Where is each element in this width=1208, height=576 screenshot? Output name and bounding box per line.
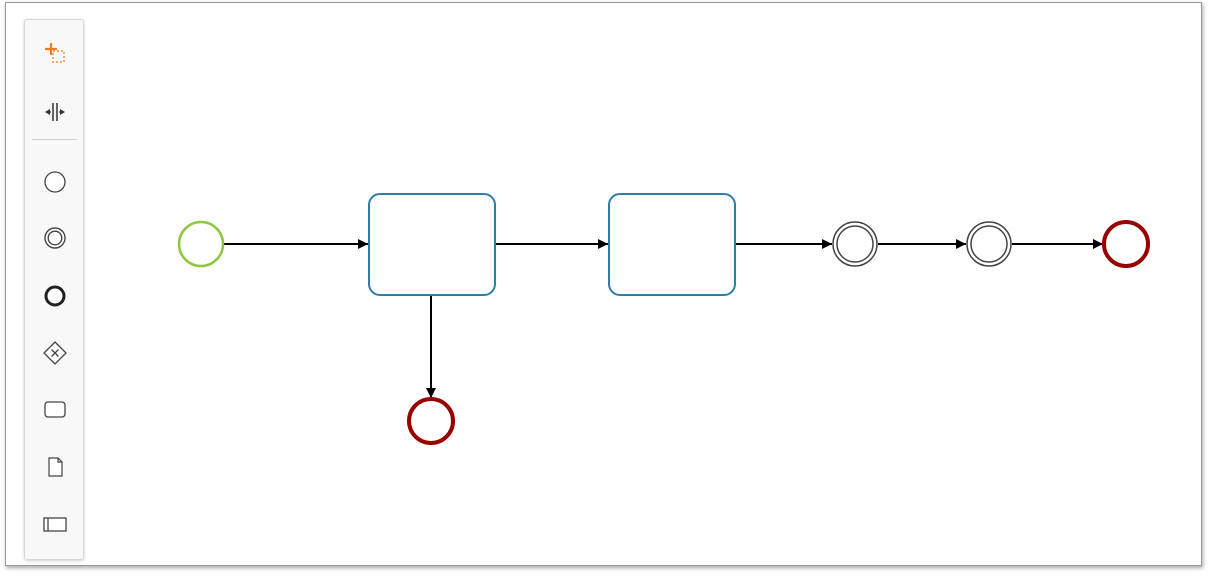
create-start-event-button[interactable]	[35, 162, 75, 202]
create-gateway-button[interactable]	[35, 333, 75, 373]
space-tool-button[interactable]	[35, 92, 75, 132]
task[interactable]	[608, 193, 736, 296]
end-event[interactable]	[407, 397, 455, 445]
lasso-select-icon	[44, 42, 65, 63]
create-data-object-button[interactable]	[35, 447, 75, 487]
lasso-tool-button[interactable]	[35, 33, 75, 73]
task-icon	[44, 401, 66, 418]
end-event-icon	[44, 285, 66, 307]
intermediate-event[interactable]	[832, 221, 878, 267]
start-event-icon	[44, 171, 66, 193]
intermediate-event[interactable]	[966, 221, 1012, 267]
create-task-button[interactable]	[35, 389, 75, 429]
task[interactable]	[368, 193, 496, 296]
modeler-frame	[5, 2, 1202, 566]
intermediate-event-icon	[44, 227, 66, 249]
space-tool-icon	[45, 103, 65, 121]
gateway-icon	[43, 341, 67, 365]
end-event[interactable]	[1102, 220, 1150, 268]
create-pool-button[interactable]	[35, 504, 75, 544]
create-end-event-button[interactable]	[35, 276, 75, 316]
tool-palette	[24, 19, 84, 560]
pool-icon	[43, 517, 67, 532]
create-intermediate-event-button[interactable]	[35, 218, 75, 258]
palette-separator	[32, 139, 77, 140]
data-object-icon	[48, 457, 63, 477]
start-event[interactable]	[177, 220, 225, 268]
